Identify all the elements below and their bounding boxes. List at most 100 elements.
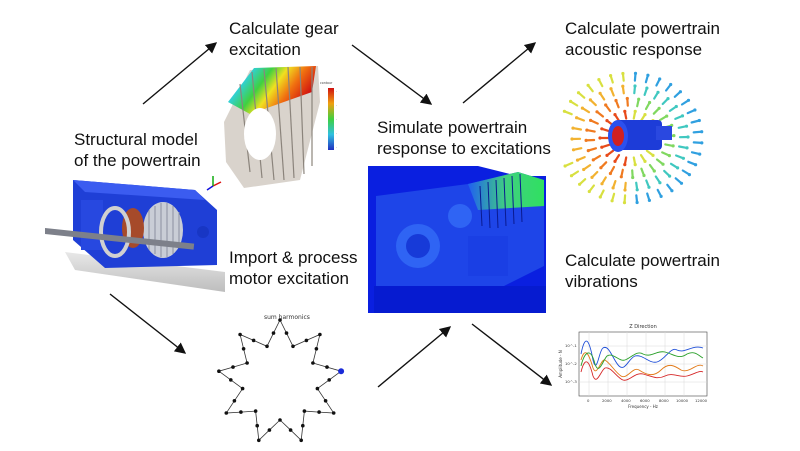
x-tick-3: 6000 — [640, 398, 650, 403]
acoustic-arrow-head — [686, 98, 691, 102]
acoustic-arrow-head — [582, 167, 586, 172]
acoustic-arrow-head — [642, 173, 646, 178]
harmonic-point — [311, 361, 315, 365]
acoustic-arrow-head — [635, 188, 639, 192]
acoustic-arrow-head — [686, 135, 690, 139]
motor-excitation-label: Import & process motor excitation — [229, 247, 358, 289]
harmonic-point — [325, 365, 329, 369]
acoustic-arrow-head — [652, 169, 656, 173]
acoustic-arrow-head — [595, 110, 599, 114]
acoustic-line-1: Calculate powertrain — [565, 19, 720, 38]
svg-text:.: . — [336, 145, 337, 149]
acoustic-arrow-head — [698, 152, 702, 156]
harmonic-point — [323, 399, 328, 403]
harmonic-point — [299, 438, 303, 443]
acoustic-arrow-head — [670, 189, 674, 193]
series-orange — [580, 352, 704, 378]
harmonic-point — [267, 428, 272, 432]
acoustic-arrow-head — [600, 182, 604, 186]
acoustic-arrow-head — [694, 163, 698, 167]
acoustic-response-image — [560, 62, 720, 212]
acoustic-arrow-head — [589, 118, 593, 122]
axis-triad-icon — [206, 176, 222, 191]
acoustic-arrow-head — [674, 104, 678, 109]
acoustic-arrow-head — [605, 119, 609, 123]
acoustic-arrow-head — [623, 109, 627, 113]
harmonic-point — [224, 411, 229, 415]
arrow-structural-to-motor — [109, 293, 187, 354]
acoustic-arrow-head — [679, 181, 684, 185]
acoustic-arrow-head — [590, 175, 594, 179]
acoustic-arrow-head — [575, 158, 580, 162]
acoustic-arrow-head — [635, 200, 639, 205]
acoustic-arrow-head — [647, 185, 651, 189]
harmonic-point — [238, 332, 242, 337]
acoustic-arrow-head — [613, 113, 617, 117]
acoustic-arrow-head — [619, 175, 623, 179]
acoustic-arrow-head — [571, 126, 575, 130]
svg-text:.: . — [336, 103, 337, 107]
acoustic-arrow-head — [680, 114, 685, 118]
acoustic-arrow-head — [633, 109, 637, 113]
harmonic-point — [240, 386, 245, 391]
acoustic-arrow-head — [614, 98, 618, 103]
harmonic-point — [314, 347, 319, 351]
motor-line-1: Import & process — [229, 248, 358, 267]
acoustic-arrow-head — [569, 99, 573, 103]
harmonics-star-plot: sum harmonics — [210, 310, 350, 445]
acoustic-arrow-head — [597, 78, 601, 82]
arrow-gear-to-simulate — [351, 44, 433, 105]
svg-text:contour: contour — [320, 81, 333, 85]
harmonic-point — [229, 378, 233, 382]
gear-line-2: excitation — [229, 40, 301, 59]
harmonic-point — [317, 410, 321, 414]
harmonic-point — [315, 386, 320, 391]
acoustic-arrow-head — [631, 175, 635, 180]
simulate-line-2: response to excitations — [377, 139, 551, 158]
simulate-line-1: Simulate powertrain — [377, 118, 528, 137]
acoustic-arrow-head — [633, 163, 637, 167]
acoustic-arrow-head — [645, 86, 649, 90]
vibrations-label: Calculate powertrain vibrations — [565, 250, 720, 292]
acoustic-arrow-head — [591, 158, 595, 162]
acoustic-arrow-head — [625, 96, 629, 101]
gear-line-1: Calculate gear — [229, 19, 339, 38]
harmonic-point — [255, 423, 259, 428]
harmonic-point — [304, 338, 309, 343]
simulate-response-label: Simulate powertrain response to excitati… — [377, 117, 551, 159]
acoustic-arrow-head — [648, 100, 652, 105]
acoustic-arrow-head — [621, 71, 625, 76]
svg-text:.: . — [336, 117, 337, 121]
x-tick-6: 12000 — [695, 398, 708, 403]
acoustic-arrow-head — [580, 106, 584, 110]
y-tick-2: 10^-2 — [565, 361, 577, 366]
harmonic-point-highlight — [338, 368, 345, 375]
acoustic-arrow-head — [585, 128, 589, 132]
acoustic-arrow-head — [678, 90, 682, 94]
acoustic-arrow-head — [700, 130, 704, 134]
harmonic-point — [284, 331, 289, 335]
acoustic-powertrain-body — [608, 120, 672, 152]
harmonic-point — [278, 318, 282, 322]
y-axis-label: Amplitude - N — [558, 350, 563, 377]
acoustic-arrow-head — [633, 71, 638, 75]
harmonic-point — [271, 331, 276, 335]
acoustic-arrow-head — [609, 74, 613, 78]
x-tick-2: 4000 — [621, 398, 631, 403]
harmonic-point — [239, 410, 243, 414]
harmonic-point — [232, 399, 237, 403]
acoustic-arrow-head — [658, 77, 662, 81]
gear-excitation-label: Calculate gear excitation — [229, 18, 339, 60]
x-tick-5: 10000 — [676, 398, 689, 403]
acoustic-arrow-head — [563, 164, 567, 168]
acoustic-arrow-head — [668, 174, 672, 178]
arrow-motor-to-simulate — [377, 326, 452, 388]
acoustic-arrow-head — [665, 114, 669, 118]
acoustic-arrow-head — [643, 113, 647, 117]
acoustic-arrow-head — [570, 137, 574, 141]
acoustic-arrow-head — [685, 146, 689, 150]
acoustic-arrow-head — [599, 166, 603, 170]
acoustic-arrow-head — [613, 159, 617, 163]
acoustic-line-2: acoustic response — [565, 40, 703, 59]
